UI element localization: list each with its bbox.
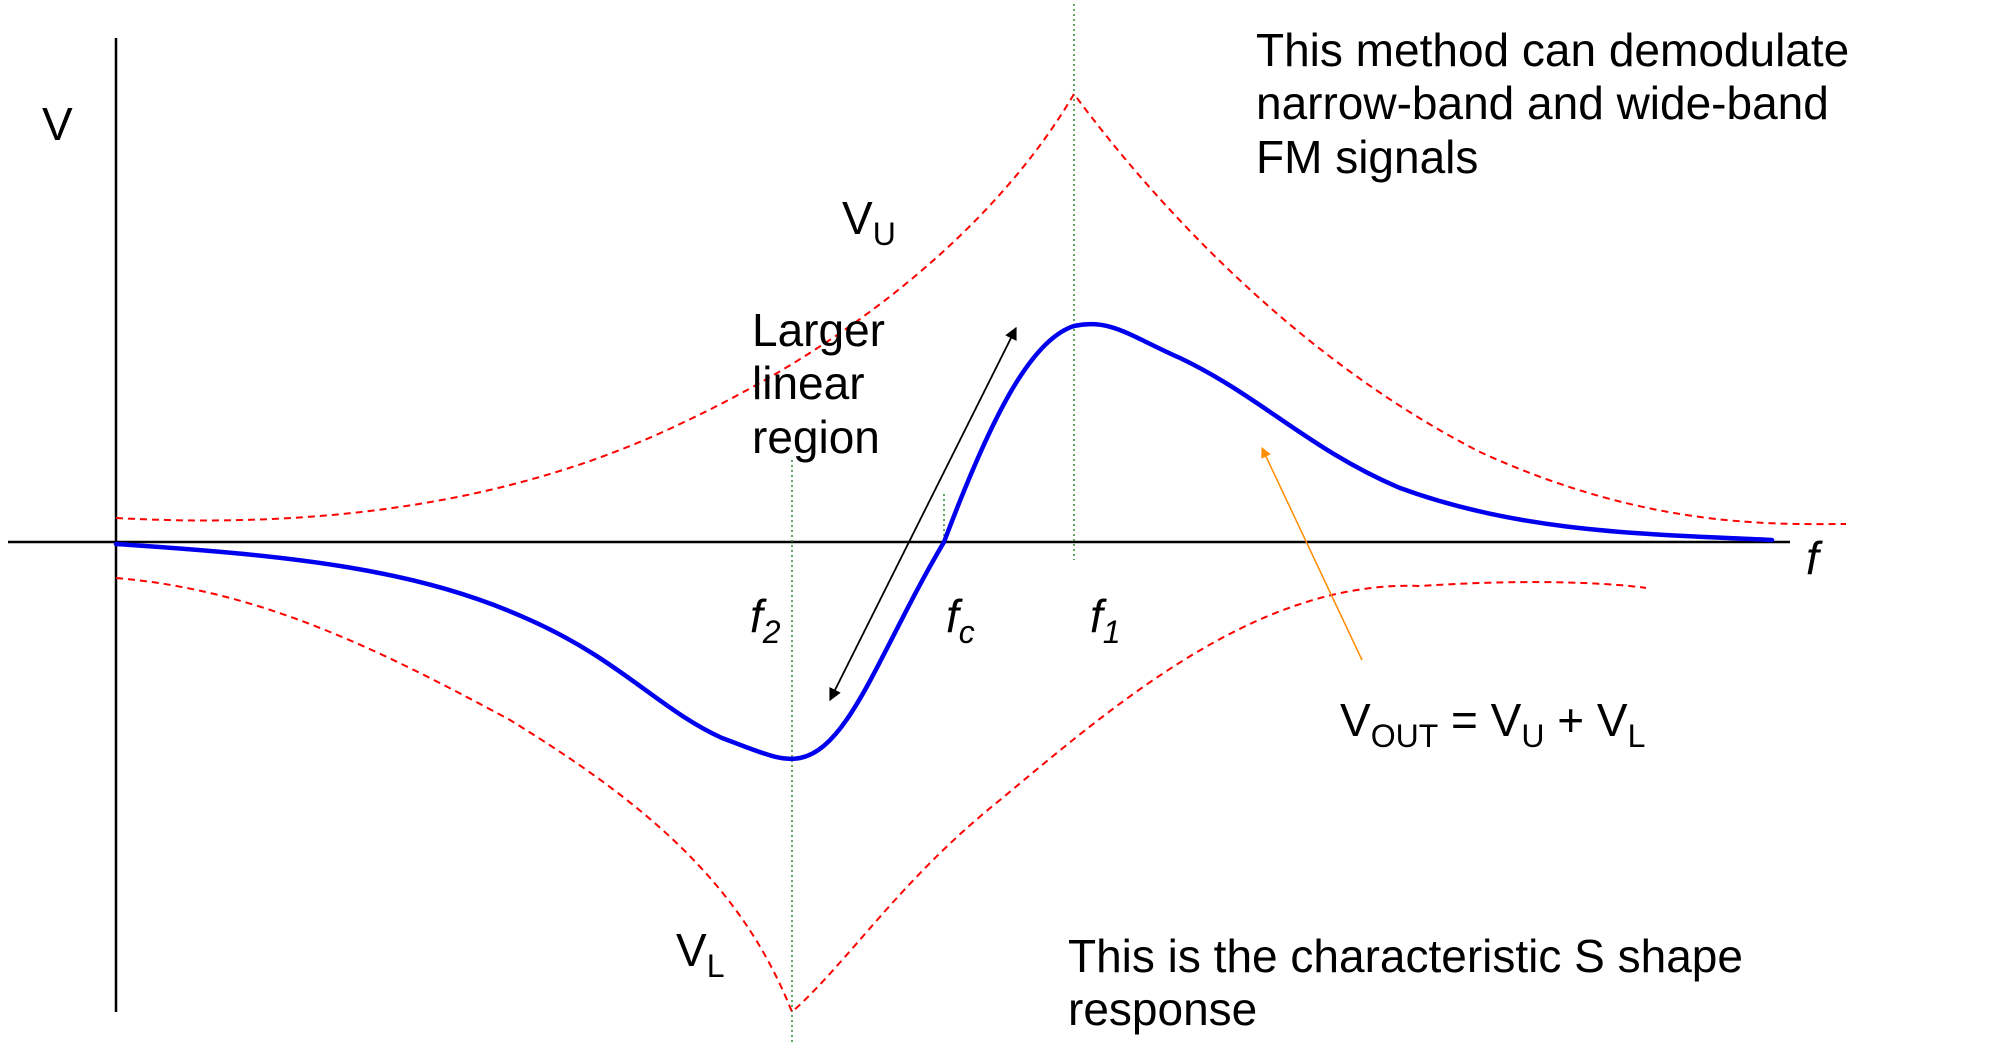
vout-callout-arrow	[1261, 447, 1363, 661]
linear-region-arrow	[829, 326, 1017, 702]
f1-label: f1	[1090, 590, 1121, 651]
vout-eq-plus: +	[1544, 694, 1597, 746]
vl-label-main: V	[676, 924, 707, 976]
method-note-line-2: narrow-band and wide-band	[1256, 77, 1829, 130]
f1-label-main: f	[1090, 590, 1103, 642]
x-axis-label-text: f	[1806, 532, 1819, 584]
s-shape-note-line-2: response	[1068, 983, 1258, 1036]
fc-label-main: f	[946, 590, 959, 642]
y-axis-label-text: V	[42, 98, 73, 150]
f2-label-main: f	[750, 590, 763, 642]
linear-region-line-3: region	[752, 410, 880, 463]
y-axis-label: V	[42, 98, 73, 151]
f2-label: f2	[750, 590, 781, 651]
method-note-line-1: This method can demodulate	[1256, 24, 1850, 76]
f1-label-sub: 1	[1102, 614, 1121, 651]
s-shape-note-line-1: This is the characteristic S shape	[1068, 930, 1743, 982]
vl-label: VL	[676, 924, 724, 985]
fc-label-sub: c	[958, 614, 975, 651]
vu-label-main: V	[842, 192, 873, 244]
vout-eq-v1: V	[1340, 694, 1371, 746]
vout-eq-v2: V	[1490, 694, 1522, 746]
vout-eq-s2: U	[1521, 718, 1545, 755]
vout-eq-s3: L	[1627, 718, 1646, 755]
f2-label-sub: 2	[762, 614, 781, 651]
vu-label-sub: U	[872, 216, 896, 253]
linear-region-label: Larger linear region	[752, 304, 885, 464]
vu-envelope-curve	[115, 92, 1847, 526]
vl-label-sub: L	[706, 948, 725, 985]
fc-label: fc	[946, 590, 975, 651]
vl-envelope-curve	[115, 577, 1647, 1014]
x-axis-label: f	[1806, 532, 1819, 585]
method-note-line-3: FM signals	[1256, 130, 1479, 183]
s-shape-note: This is the characteristic S shape respo…	[1068, 930, 1743, 1037]
vout-equation: VOUT = VU + VL	[1340, 694, 1645, 755]
vout-eq-v3: V	[1596, 694, 1628, 746]
vout-eq-s1: OUT	[1370, 718, 1439, 755]
vu-label: VU	[842, 192, 896, 253]
linear-region-line-2: linear	[752, 357, 865, 410]
method-note: This method can demodulate narrow-band a…	[1256, 24, 1849, 184]
linear-region-line-1: Larger	[752, 304, 885, 356]
vout-eq-equals: =	[1438, 694, 1491, 746]
